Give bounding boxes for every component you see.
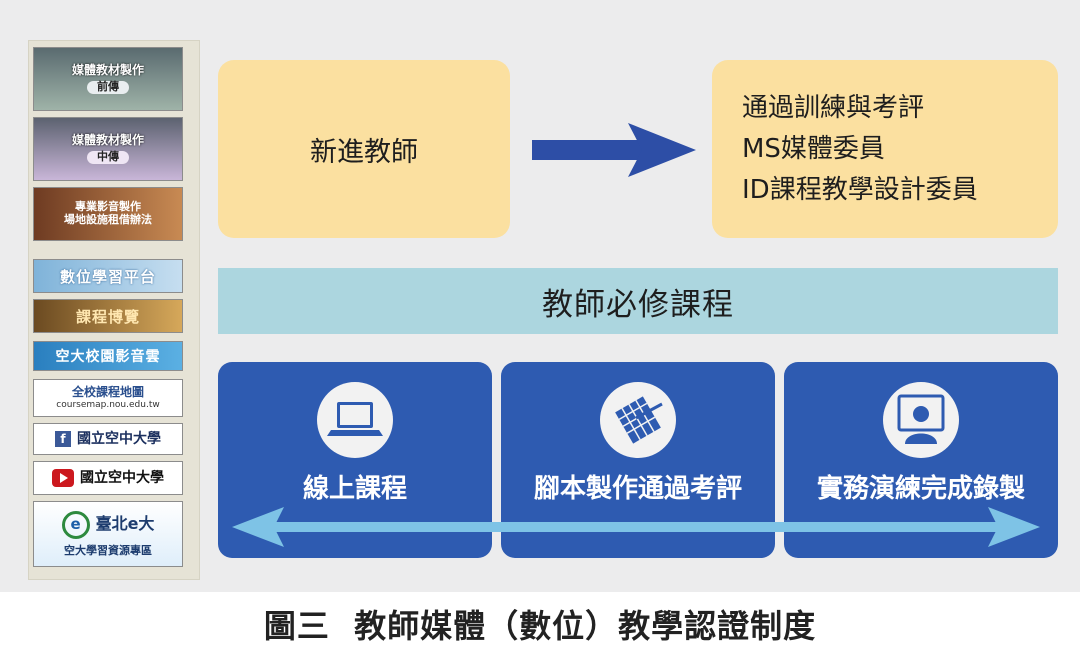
banner-title: 專業影音製作 [75,200,141,214]
banner-subtitle: 空大學習資源專區 [64,543,152,557]
banner-taipei-e-university[interactable]: e 臺北e大 空大學習資源專區 [33,501,183,567]
new-teacher-box: 新進教師 [218,60,510,238]
banner-media-material-middle[interactable]: 媒體教材製作 中傳 [33,117,183,181]
banner-course-expo[interactable]: 課程博覽 [33,299,183,333]
banner-label: 課程博覽 [75,307,140,326]
right-arrow-icon [532,123,696,177]
banner-subtitle: 場地設施租借辦法 [64,213,152,226]
banner-title: 全校課程地圖 [71,385,144,400]
script-pen-icon [600,382,676,458]
sidebar-banner-column: 媒體教材製作 前傳 媒體教材製作 中傳 專業影音製作 場地設施租借辦法 數位學習… [28,40,200,580]
banner-label: 空大校園影音雲 [55,349,161,365]
new-teacher-label: 新進教師 [310,136,418,168]
banner-media-material-prequel[interactable]: 媒體教材製作 前傳 [33,47,183,111]
banner-elearning-platform[interactable]: 數位學習平台 [33,259,183,293]
step-label: 實務演練完成錄製 [816,474,1025,504]
banner-title: 媒體教材製作 [71,133,144,148]
band-label: 教師必修課程 [542,286,734,323]
banner-youtube[interactable]: 國立空中大學 [33,461,183,495]
step-label: 線上課程 [302,474,407,504]
result-line: 通過訓練與考評 [742,92,925,123]
laptop-icon [317,382,393,458]
double-arrow-icon [232,507,1040,547]
required-course-band: 教師必修課程 [218,268,1058,334]
banner-av-production-rental[interactable]: 專業影音製作 場地設施租借辦法 [33,187,183,241]
certification-result-box: 通過訓練與考評 MS媒體委員 ID課程教學設計委員 [712,60,1058,238]
result-line: MS媒體委員 [742,133,885,164]
banner-label: 國立空中大學 [80,469,164,486]
step-label: 腳本製作通過考評 [533,474,742,504]
banner-subtitle: 中傳 [87,150,129,164]
youtube-icon [52,469,74,487]
banner-facebook[interactable]: f 國立空中大學 [33,423,183,455]
recording-presenter-icon [883,382,959,458]
facebook-icon: f [55,431,71,447]
figure-caption: 圖三 教師媒體（數位）教學認證制度 [0,598,1080,650]
banner-title: 臺北e大 [95,514,155,534]
banner-campus-av-cloud[interactable]: 空大校園影音雲 [33,341,183,371]
banner-url: coursemap.nou.edu.tw [56,399,160,410]
banner-label: 數位學習平台 [59,267,156,286]
e-logo-icon: e [61,510,90,539]
banner-subtitle: 前傳 [87,80,129,94]
banner-title: 媒體教材製作 [71,63,144,78]
caption-text: 圖三 教師媒體（數位）教學認證制度 [263,607,817,645]
banner-course-map[interactable]: 全校課程地圖 coursemap.nou.edu.tw [33,379,183,417]
result-line: ID課程教學設計委員 [742,174,978,205]
banner-label: 國立空中大學 [77,430,161,447]
